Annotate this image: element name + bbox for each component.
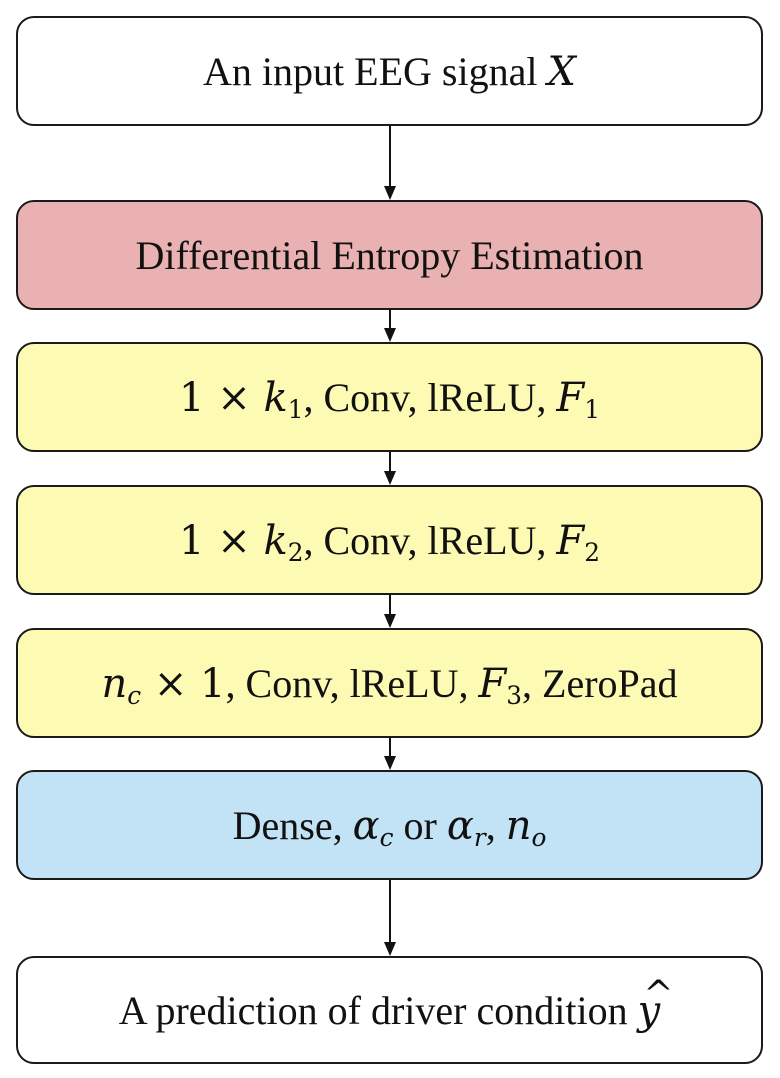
conv-layer-2-label: 1 × k2, Conv, lReLU, F2 [179,517,600,567]
input-eeg-signal-label: An input EEG signal X [203,48,576,95]
conv-layer-3-label: nc × 1, Conv, lReLU, F3, ZeroPad [101,660,678,710]
arrow-conv1-to-conv2 [384,452,396,485]
prediction-output-box: A prediction of driver condition y^ [16,956,763,1064]
dense-layer-label: Dense, αc or αr, no [232,802,547,852]
differential-entropy-box: Differential Entropy Estimation [16,200,763,310]
conv-layer-1-label: 1 × k1, Conv, lReLU, F1 [179,374,600,424]
conv-layer-1-box: 1 × k1, Conv, lReLU, F1 [16,342,763,452]
y-hat-symbol: y^ [637,973,674,1034]
conv-layer-2-box: 1 × k2, Conv, lReLU, F2 [16,485,763,595]
input-text: An input EEG signal [203,48,548,94]
arrow-dense-to-output [384,880,396,956]
arrow-entropy-to-conv1 [384,310,396,342]
input-eeg-signal-box: An input EEG signal X [16,16,763,126]
differential-entropy-label: Differential Entropy Estimation [135,232,644,278]
dense-layer-box: Dense, αc or αr, no [16,770,763,880]
arrow-input-to-entropy [384,126,396,200]
input-variable-x: X [547,48,576,95]
arrow-conv3-to-dense [384,738,396,770]
conv-layer-3-box: nc × 1, Conv, lReLU, F3, ZeroPad [16,628,763,738]
prediction-output-label: A prediction of driver condition y^ [118,973,674,1034]
arrow-conv2-to-conv3 [384,595,396,628]
